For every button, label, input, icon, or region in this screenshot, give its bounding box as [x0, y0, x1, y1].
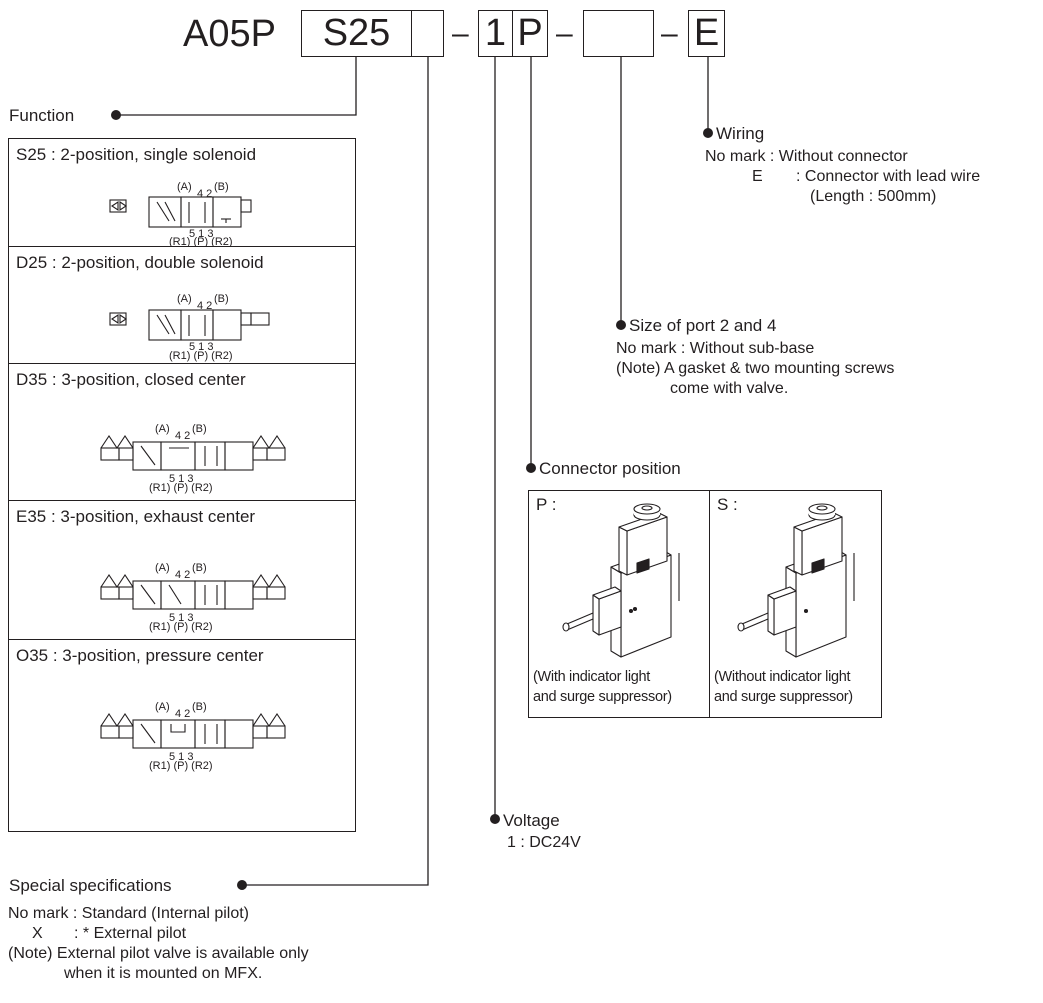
code-dash: – — [661, 17, 678, 50]
port-nums-bottom: 5 1 3 — [169, 751, 193, 763]
port-nums-top: 4 2 — [197, 188, 212, 200]
wiring-code-box: E — [688, 10, 725, 57]
function-option-o35: O35 : 3-position, pressure center (A) 4 … — [9, 639, 355, 831]
function-code-box: S25 — [301, 10, 412, 57]
special-note-line2: when it is mounted on MFX. — [64, 965, 263, 982]
connector-caption-line2: and surge suppressor) — [533, 689, 672, 705]
port-b-label: (B) — [214, 293, 229, 305]
wiring-e-code: E — [752, 168, 763, 185]
function-bullet — [111, 110, 121, 120]
port-b-label: (B) — [214, 181, 229, 193]
valve-symbol-e35: (A) 4 2 (B) 5 1 3 (R1) (P) (R2) — [100, 562, 286, 633]
port-nums-top: 4 2 — [175, 430, 190, 442]
special-x-desc: : * External pilot — [74, 925, 187, 942]
connector-caption-line2: and surge suppressor) — [714, 689, 853, 705]
port-names-bottom: (R1) (P) (R2) — [169, 236, 233, 246]
port-nums-top: 4 2 — [175, 708, 190, 720]
function-option-label: O35 : 3-position, pressure center — [16, 646, 264, 665]
special-leader — [246, 57, 429, 886]
port-nums-top: 4 2 — [175, 569, 190, 581]
function-option-label: D35 : 3-position, closed center — [16, 370, 246, 389]
port-nums-bottom: 5 1 3 — [169, 612, 193, 624]
port-a-label: (A) — [177, 181, 192, 193]
special-no-mark: No mark : Standard (Internal pilot) — [8, 905, 249, 922]
function-option-d25: D25 : 2-position, double solenoid (A) 4 … — [9, 246, 355, 363]
function-option-d35: D35 : 3-position, closed center (A) 4 2 — [9, 363, 355, 500]
wiring-no-mark: No mark : Without connector — [705, 148, 908, 165]
wiring-bullet — [703, 128, 713, 138]
connector-option-s: S : — [709, 491, 881, 717]
port-b-label: (B) — [192, 701, 207, 713]
port-names-bottom: (R1) (P) (R2) — [149, 482, 213, 494]
connector-option-label: S : — [717, 495, 738, 514]
port-names-bottom: (R1) (P) (R2) — [149, 760, 213, 772]
function-option-s25: S25 : 2-position, single solenoid (A) 4 … — [9, 139, 355, 246]
valve-symbol-d25: (A) 4 2 (B) 5 1 3 (R1) (P) (R2) — [109, 293, 270, 362]
special-heading: Special specifications — [9, 876, 172, 895]
function-option-label: D25 : 2-position, double solenoid — [16, 253, 264, 272]
special-x-code: X — [32, 925, 43, 942]
connector-option-p: P : — [529, 491, 709, 717]
connector-caption-line1: (Without indicator light — [714, 669, 851, 685]
voltage-bullet — [490, 814, 500, 824]
port-nums-bottom: 5 1 3 — [189, 228, 213, 240]
port-nums-top: 4 2 — [197, 300, 212, 312]
port-b-label: (B) — [192, 562, 207, 574]
wiring-e-length: (Length : 500mm) — [810, 188, 937, 205]
special-note-line1: (Note) External pilot valve is available… — [8, 945, 309, 962]
port-names-bottom: (R1) (P) (R2) — [149, 621, 213, 633]
port-size-no-mark: No mark : Without sub-base — [616, 340, 815, 357]
code-dash: – — [452, 17, 469, 50]
connector-caption-line1: (With indicator light — [533, 669, 650, 685]
voltage-heading: Voltage — [503, 811, 560, 830]
valve-symbol-o35: (A) 4 2 (B) 5 1 3 (R1) (P) (R2) — [100, 701, 286, 772]
port-a-label: (A) — [155, 423, 170, 435]
voltage-option: 1 : DC24V — [507, 834, 581, 851]
function-option-label: E35 : 3-position, exhaust center — [16, 507, 256, 526]
port-names-bottom: (R1) (P) (R2) — [169, 350, 233, 362]
port-size-note-line1: (Note) A gasket & two mounting screws — [616, 360, 895, 377]
valve-symbol-d35: (A) 4 2 (B) 5 1 3 (R1) (P) (R2) — [100, 423, 286, 494]
port-size-heading: Size of port 2 and 4 — [629, 316, 777, 335]
port-nums-bottom: 5 1 3 — [169, 473, 193, 485]
connector-table: P : — [528, 490, 882, 718]
model-prefix: A05P — [183, 13, 276, 55]
code-dash: – — [556, 17, 573, 50]
wiring-e-desc: : Connector with lead wire — [796, 168, 981, 185]
port-code-box — [583, 10, 654, 57]
function-option-e35: E35 : 3-position, exhaust center (A) 4 2 — [9, 500, 355, 639]
port-size-note-line2: come with valve. — [670, 380, 789, 397]
wiring-heading: Wiring — [716, 124, 765, 143]
function-table: S25 : 2-position, single solenoid (A) 4 … — [8, 138, 356, 832]
port-bullet — [616, 320, 626, 330]
connector-s-illustration — [737, 503, 855, 658]
function-heading: Function — [9, 106, 75, 125]
port-a-label: (A) — [177, 293, 192, 305]
function-leader — [112, 57, 357, 116]
port-a-label: (A) — [155, 562, 170, 574]
connector-code-box: P — [512, 10, 548, 57]
connector-option-label: P : — [536, 495, 557, 514]
special-bullet — [237, 880, 247, 890]
port-b-label: (B) — [192, 423, 207, 435]
valve-symbol-s25: (A) 4 2 (B) 5 1 3 (R1) (P) (R2) — [109, 181, 252, 246]
special-code-box — [411, 10, 444, 57]
connector-heading: Connector position — [539, 459, 681, 478]
connector-bullet — [526, 463, 536, 473]
port-a-label: (A) — [155, 701, 170, 713]
port-nums-bottom: 5 1 3 — [189, 341, 213, 353]
connector-p-illustration — [562, 503, 680, 658]
function-option-label: S25 : 2-position, single solenoid — [16, 145, 257, 164]
